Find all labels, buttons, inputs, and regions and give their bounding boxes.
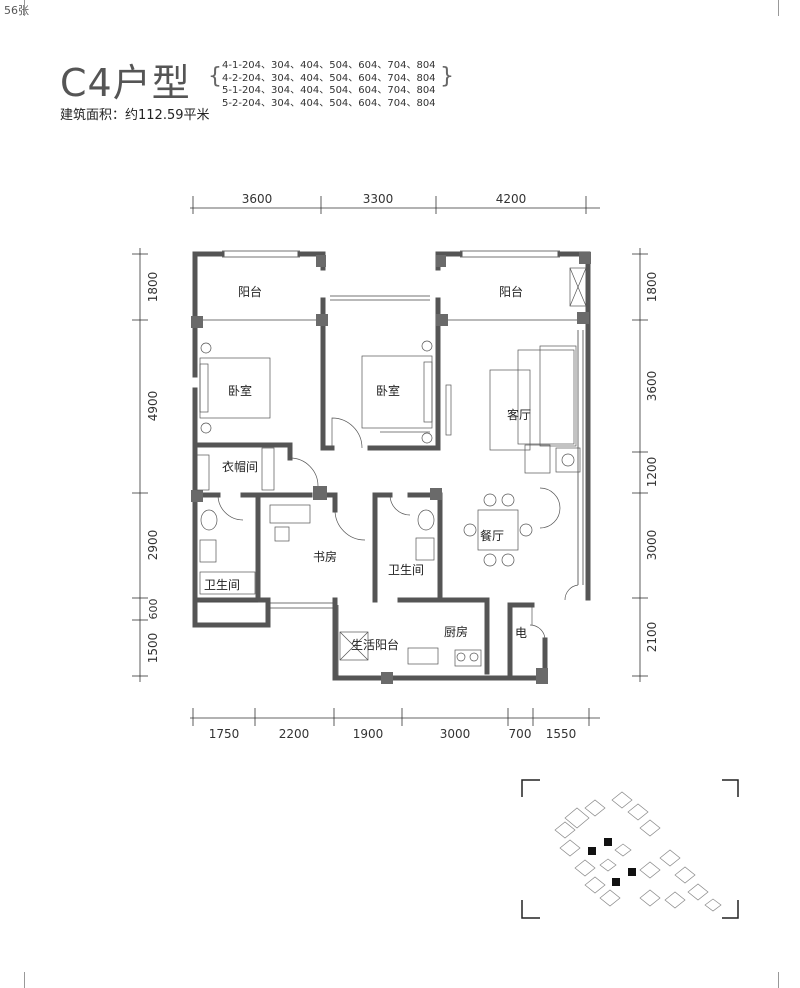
dim-bottom-3: 1900	[353, 727, 384, 741]
site-key-plan	[521, 779, 739, 919]
room-electric: 电	[515, 626, 527, 640]
crop-mark	[778, 0, 779, 16]
dim-bottom-5: 700	[509, 727, 532, 741]
room-utility-balcony: 生活阳台	[351, 637, 399, 652]
dim-top-2: 3300	[363, 192, 394, 206]
room-bathroom-2: 卫生间	[388, 563, 424, 577]
unit-line: 4-2-204、304、404、504、604、704、804	[222, 72, 436, 84]
dim-bottom-4: 3000	[440, 727, 471, 741]
key-plan-frame	[521, 779, 739, 919]
door-swings	[217, 417, 579, 641]
dimension-labels: 3600 3300 4200 1750 2200 1900 3000 700 1…	[146, 192, 659, 741]
unit-line: 4-1-204、304、404、504、604、704、804	[222, 60, 436, 71]
dim-left-1: 1800	[146, 272, 160, 303]
dim-left-4: 600	[147, 599, 160, 620]
unit-number-list: 4-1-204、304、404、504、604、704、804 4-2-204、…	[222, 60, 436, 110]
room-balcony-left: 阳台	[238, 284, 262, 299]
dim-top-3: 4200	[496, 192, 527, 206]
structural-columns	[191, 252, 591, 684]
right-brace: }	[440, 64, 454, 89]
unit-line: 5-2-204、304、404、504、604、704、804	[222, 97, 436, 109]
dimension-lines	[132, 196, 648, 726]
room-dining-room: 餐厅	[480, 528, 504, 543]
furniture	[196, 267, 587, 667]
key-plan-buildings	[554, 791, 722, 912]
room-study: 书房	[313, 549, 337, 564]
dim-left-3: 2900	[146, 530, 160, 561]
dim-top-1: 3600	[242, 192, 273, 206]
room-living-room: 客厅	[507, 407, 531, 422]
floorplan-title: C4户型	[60, 61, 191, 105]
room-kitchen: 厨房	[444, 624, 468, 639]
dim-right-3: 1200	[645, 457, 659, 488]
room-bedroom-1: 卧室	[228, 383, 252, 398]
dim-right-2: 3600	[645, 371, 659, 402]
dim-right-5: 2100	[645, 622, 659, 653]
crop-mark	[778, 972, 779, 988]
dim-right-4: 3000	[645, 530, 659, 561]
crop-mark	[24, 972, 25, 988]
key-plan-highlight	[588, 838, 636, 886]
room-walk-in-closet: 衣帽间	[222, 459, 258, 474]
dim-bottom-2: 2200	[279, 727, 310, 741]
dim-left-5: 1500	[146, 633, 160, 664]
unit-line: 5-1-204、304、404、504、604、704、804	[222, 85, 436, 96]
dim-bottom-1: 1750	[209, 727, 240, 741]
room-bathroom-1: 卫生间	[204, 578, 240, 592]
crop-mark	[24, 0, 25, 16]
room-labels: 阳台 阳台 卧室 卧室 客厅 衣帽间 餐厅 卫生间 书房 卫生间 厨房 生活阳台…	[204, 284, 531, 652]
dim-bottom-6: 1550	[546, 727, 577, 741]
page-tag: 56张	[4, 4, 29, 17]
dim-right-1: 1800	[645, 272, 659, 303]
windows	[200, 250, 585, 676]
room-bedroom-2: 卧室	[376, 383, 400, 398]
dim-left-2: 4900	[146, 391, 160, 422]
room-balcony-right: 阳台	[499, 284, 523, 299]
floor-area-label: 建筑面积：约112.59平米	[60, 108, 210, 123]
left-brace: {	[208, 64, 222, 89]
